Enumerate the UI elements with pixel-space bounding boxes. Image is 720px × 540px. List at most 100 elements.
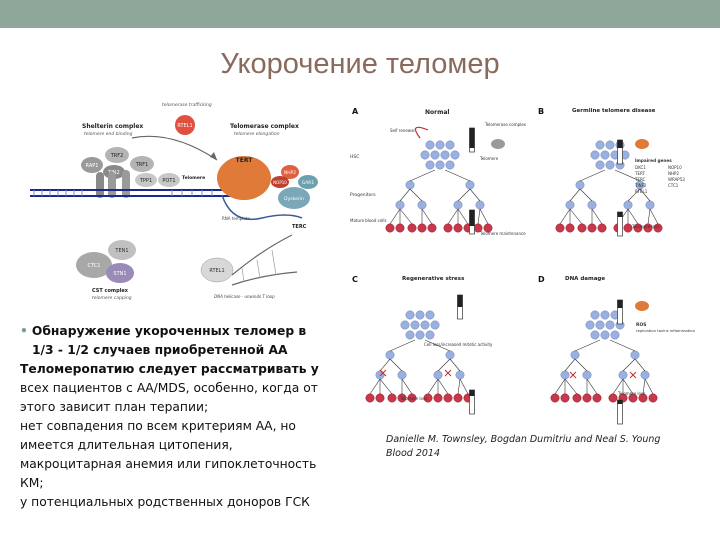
trafficking-arrow [131,135,218,161]
rtel1-protein [175,115,195,135]
panel-a-letter: A [352,107,359,116]
slide-title: Укорочение теломер [220,48,500,80]
telomere-tube-c [457,294,463,320]
telomere-tube-d [617,299,623,325]
tert-protein [217,156,271,200]
telomere-loss-label-d: Telomere loss [617,391,645,396]
telomere-tube-b [617,139,623,165]
self-renewal-label: Self renewal [390,128,415,133]
telomere-label-a: Telomere [479,156,499,161]
trafficking-label: telomerase trafficking [162,102,212,108]
rna-template-label: RNA template [222,216,250,221]
trf1-label: TRF1 [135,162,149,168]
tpp1-protein [135,173,157,187]
bullet-line-2: 1/3 - 1/2 случаев приобретенной АА [32,343,288,357]
svg-text:RTEL1: RTEL1 [635,189,648,194]
slide-top-bar [0,0,720,28]
svg-text:NOP10: NOP10 [668,165,682,170]
rap1-protein [81,157,103,173]
rtel1-label: RTEL1 [177,123,192,129]
citation: Danielle M. Townsley, Bogdan Dumitriu an… [386,433,706,461]
ten1-label: TEN1 [114,248,128,254]
telomere-label: Telomere [182,175,205,181]
svg-text:TERC: TERC [634,177,646,182]
telomerase-icon-a [491,139,505,149]
dyskerin-protein [278,187,310,209]
trf2-protein [105,147,129,163]
terc-rna [221,194,303,220]
bullet-text-block: •Обнаружение укороченных теломер в 1/3 -… [20,322,360,512]
cell-loss-marks-d [569,371,637,379]
mature-blood-label: Mature blood cells [350,218,387,223]
impaired-genes-title: Impaired genes [635,158,672,163]
pot1-protein [158,173,180,187]
shelterin-title: Shelterin complex [82,123,143,130]
tpp1-label: TPP1 [139,178,152,184]
svg-text:NHP2: NHP2 [668,171,679,176]
bullet-dot: • [20,324,28,338]
cell-loss-label: Cell loss/increased mitotic activity [424,342,493,347]
stn1-protein [106,263,134,283]
telomerase-icon-d [635,301,649,311]
telomere-tube-a [469,127,475,153]
stn1-label: STN1 [113,271,126,277]
trf1-protein [130,156,154,172]
bullet-line-7: имеется длительная цитопения, [20,438,233,452]
ros-label: ROS [636,322,647,328]
rtel1-helicase [200,257,234,283]
cst-title: CST complex [92,288,129,294]
bullet-line-6: нет совпадения по всем критериям АА, но [20,419,296,433]
ten1-protein [108,240,136,260]
ros-sub-label: replication toxins inflammation [636,328,696,333]
progenitors-label: Progenitors [350,192,376,198]
dna-strand-2 [231,271,298,286]
nhp2-label: NHP2 [284,170,296,176]
svg-text:DKC1: DKC1 [635,165,646,170]
dna-helicase-label: DNA helicase - unwinds T loop [214,294,275,299]
cell-loss-marks-c [379,369,452,377]
svg-text:CTC1: CTC1 [668,183,679,188]
bullet-line-9: КМ; [20,476,44,490]
rap1-label: RAP1 [86,163,99,169]
hsc-label: HSC [350,154,359,160]
panel-d-title: DNA damage [565,276,605,282]
panel-b-letter: B [538,107,544,116]
tert-label: TERT [236,157,254,164]
pot1-label: POT1 [162,178,175,184]
panel-c-tree [366,311,472,402]
cst-sub: telomere capping [92,295,132,301]
shelterin-sub: telomere end binding [84,131,133,137]
svg-text:TERT: TERT [634,171,645,176]
terc-label: TERC [292,224,307,230]
rtel1-helicase-label: RTEL1 [209,268,224,274]
self-renewal-arrow-a [414,126,429,139]
nop10-protein [271,176,289,188]
trf2-label: TRF2 [110,153,124,159]
telomere-loss-label-c: Telomere loss [399,396,427,401]
gar1-protein [298,175,318,189]
gar1-label: GAR1 [302,180,315,186]
telomerase-title: Telomerase complex [230,123,299,130]
panel-a-tree [386,141,492,232]
hematopoiesis-panels-figure: A Normal Self renewal HSC Progenitors Ma… [350,107,696,425]
svg-text:TINF2: TINF2 [634,183,647,188]
panel-c-letter: C [352,275,358,284]
nop10-label: NOP10 [273,180,287,185]
bullet-line-1: •Обнаружение укороченных теломер в [20,324,307,338]
citation-journal: Blood 2014 [386,448,441,459]
telomerase-sub: telomere elongation [234,131,280,137]
ctc1-label: CTC1 [88,263,101,269]
panel-b-title: Germline telomere disease [572,108,656,114]
ctc1-protein [76,252,112,278]
svg-text:WRAP53: WRAP53 [668,177,685,182]
citation-authors: Danielle M. Townsley, Bogdan Dumitriu an… [386,434,661,445]
dyskerin-label: Dyskerin [284,196,304,202]
impaired-genes-list: DKC1 TERT TERC TINF2 RTEL1 NOP10 NHP2 WR… [634,165,685,194]
bullet-line-10: у потенциальных родственных доноров ГСК [20,495,310,509]
panel-c-title: Regenerative stress [402,276,465,282]
panel-d-letter: D [538,275,545,284]
bullet-line-5: этого зависит план терапии; [20,400,209,414]
dna-strand-1 [231,234,293,276]
telomere-maintenance-label: Telomere maintenance [479,231,526,236]
bullet-line-8: макроцитарная анемия или гипоклеточность [20,457,317,471]
